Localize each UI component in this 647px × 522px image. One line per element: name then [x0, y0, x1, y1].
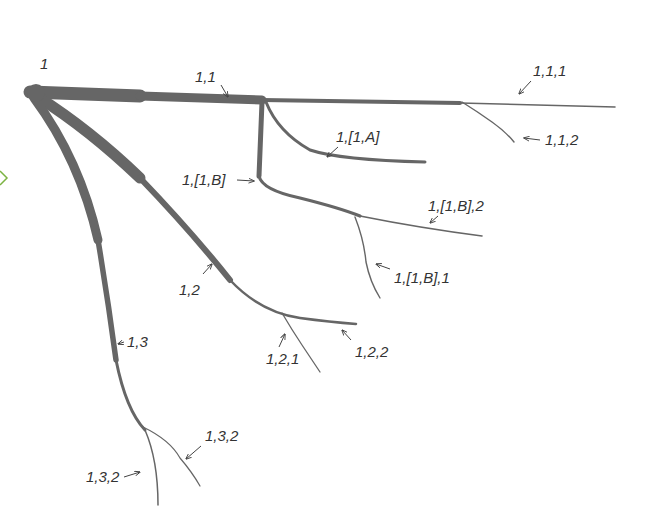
leader-arrow: [376, 264, 390, 269]
branch-label: 1,2,2: [355, 343, 388, 360]
branch-label: 1,1,1: [533, 62, 566, 79]
leader-arrow: [203, 264, 212, 274]
branch: [230, 280, 356, 324]
leader-arrow: [221, 85, 228, 97]
branch-label: 1,2,1: [266, 350, 299, 367]
branch: [30, 92, 140, 96]
branch-label: 1,1: [195, 68, 216, 85]
chevron-icon: [0, 171, 7, 185]
leader-arrow: [118, 342, 124, 344]
branch: [360, 216, 482, 236]
branch: [262, 100, 460, 103]
branch-label: 1: [40, 55, 48, 72]
branch: [98, 240, 116, 360]
branch-label: 1,3: [127, 333, 148, 350]
leader-arrow: [124, 472, 140, 477]
leader-arrow: [342, 330, 351, 340]
branch: [462, 102, 514, 142]
leader-arrow: [237, 180, 254, 181]
branch: [116, 360, 145, 430]
leader-arrow: [186, 446, 201, 459]
branch: [143, 427, 200, 486]
branch: [140, 178, 230, 280]
leader-arrow: [519, 81, 531, 94]
branch: [145, 430, 158, 505]
leader-arrow: [524, 138, 540, 140]
branch-label: 1,[1,A]: [336, 128, 379, 145]
branch-label: 1,2: [179, 281, 200, 298]
branch: [38, 97, 140, 178]
branch-label: 1,[1,B]: [182, 171, 225, 188]
branch: [259, 176, 360, 216]
branch: [355, 217, 380, 298]
leader-arrow: [327, 147, 338, 157]
branch-label: 1,1,2: [545, 131, 578, 148]
branch: [140, 96, 262, 100]
leader-arrow: [279, 334, 285, 347]
branch-label: 1,[1,B],2: [428, 197, 484, 214]
branch-label: 1,3,2: [86, 468, 119, 485]
leader-arrow: [430, 216, 438, 223]
branch-label: 1,[1,B],1: [394, 269, 450, 286]
branch: [259, 102, 262, 176]
branch-root: [27, 84, 45, 102]
branch-label: 1,3,2: [205, 427, 238, 444]
branch: [266, 102, 425, 162]
branch: [460, 103, 615, 107]
branch: [34, 98, 98, 240]
